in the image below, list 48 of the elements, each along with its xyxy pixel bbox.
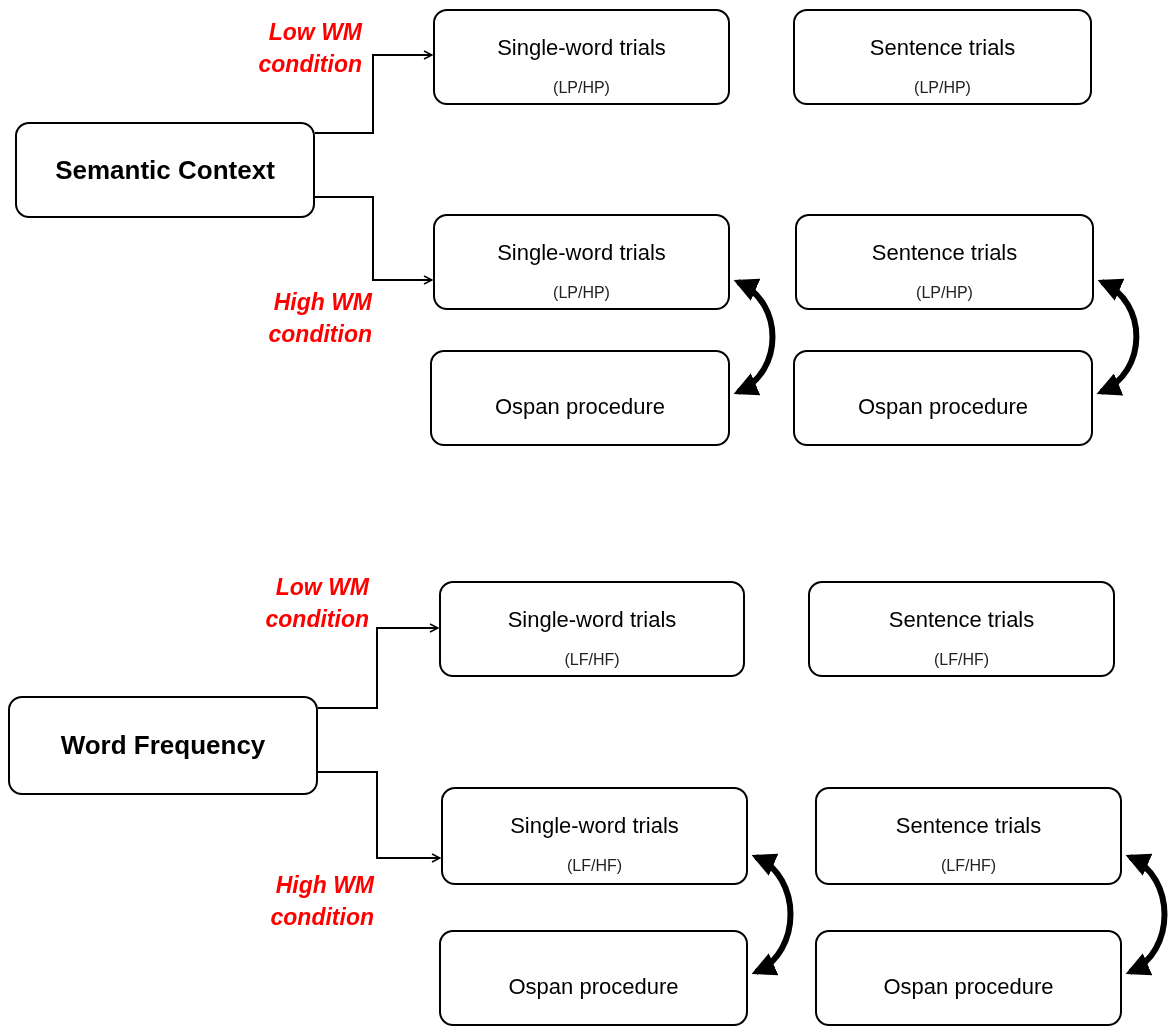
condition-label: High WM condition [269,871,374,932]
process-box [815,787,1122,885]
process-box [439,930,748,1026]
box-subtitle: (LF/HF) [566,856,623,876]
box-subtitle: (LF/HF) [564,650,620,670]
box-subtitle: (LP/HP) [553,283,610,303]
process-box [795,214,1094,310]
box-title: Sentence trials [888,606,1035,634]
box-title: Single-word trials [507,606,677,634]
process-box [433,214,730,310]
box-title: Semantic Context [54,153,276,187]
process-box [439,581,745,677]
condition-label: Low WM condition [257,18,362,79]
process-box [433,9,730,105]
box-subtitle: (LP/HP) [914,78,971,98]
box-title: Sentence trials [869,34,1016,62]
box-title: Ospan procedure [508,972,679,1001]
box-subtitle: (LP/HP) [916,283,973,303]
box-subtitle: (LF/HF) [940,856,997,876]
double-headed-curved-arrow [733,279,776,395]
box-subtitle: (LF/HF) [933,650,990,670]
box-title: Ospan procedure [883,972,1054,1001]
process-box [8,696,318,795]
elbow-arrow [314,50,433,134]
elbow-arrow [317,623,439,709]
process-box [430,350,730,446]
box-title: Single-word trials [510,812,679,840]
elbow-arrow [317,771,441,863]
process-box [815,930,1122,1026]
box-title: Single-word trials [497,239,666,267]
condition-label: High WM condition [267,288,372,349]
condition-label: Low WM condition [264,573,369,634]
process-box [793,9,1092,105]
process-box [15,122,315,218]
elbow-arrow [314,196,433,285]
process-box [793,350,1093,446]
double-headed-curved-arrow [1096,279,1140,395]
double-headed-curved-arrow [751,854,794,975]
double-headed-curved-arrow [1125,854,1168,975]
box-title: Ospan procedure [858,392,1028,421]
box-title: Sentence trials [871,239,1018,267]
box-title: Word Frequency [59,729,267,762]
process-box [808,581,1115,677]
process-box [441,787,748,885]
box-title: Single-word trials [497,34,666,62]
box-subtitle: (LP/HP) [553,78,610,98]
box-title: Sentence trials [895,812,1042,840]
box-title: Ospan procedure [495,392,665,421]
